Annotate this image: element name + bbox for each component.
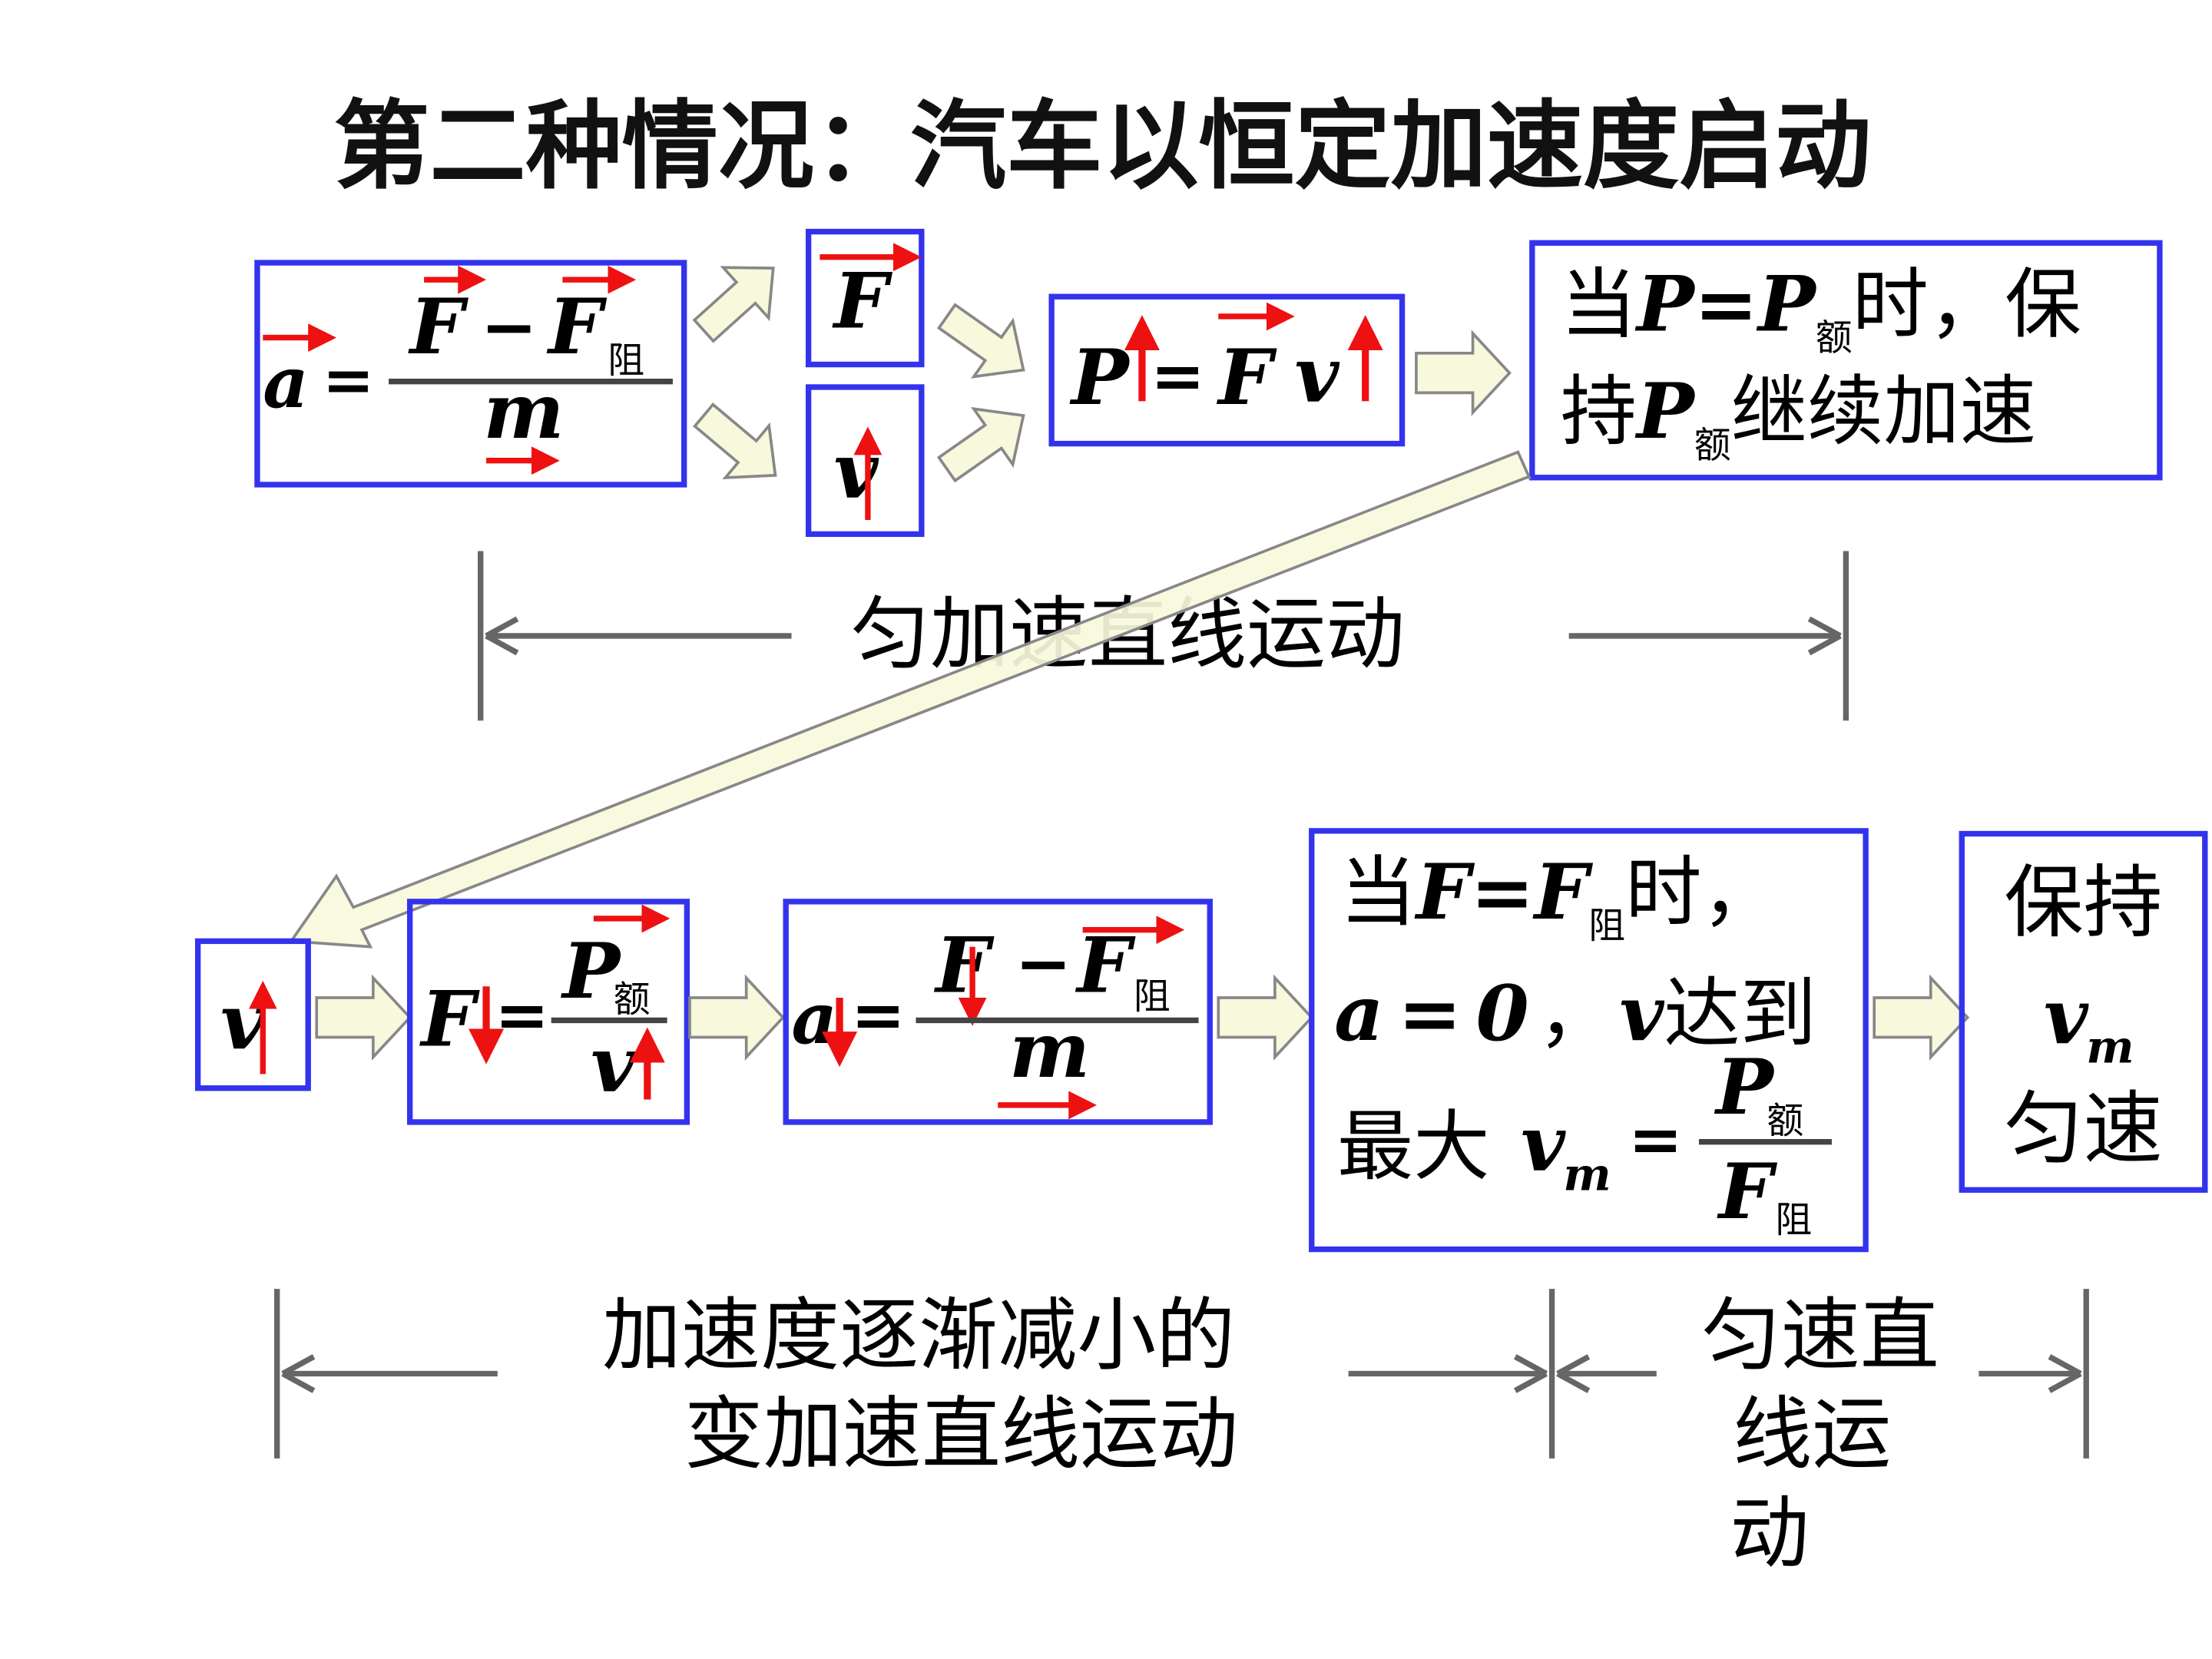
- symbol-F: F: [832, 257, 893, 346]
- flow-arrow: [1415, 329, 1512, 416]
- phase3-label-line2: 线运: [1733, 1389, 1891, 1481]
- symbol-v: v: [2044, 972, 2089, 1061]
- page-title: 第二种情况：汽车以恒定加速度启动: [333, 90, 1871, 202]
- symbol-F: F: [408, 283, 469, 372]
- symbol-F-resist: F: [1075, 922, 1136, 1011]
- zero-acceleration-line: a=0，v达到: [1334, 969, 1816, 1058]
- equals-sign: =: [1151, 338, 1205, 414]
- flow-arrow: [936, 303, 1025, 379]
- symbol-v: v: [591, 1020, 636, 1109]
- flow-arrow: [1873, 974, 1970, 1061]
- flow-arrow: [692, 266, 775, 343]
- dimension-arrowhead: [1807, 616, 1842, 656]
- symbol-a: a: [792, 977, 838, 1060]
- dimension-arrowhead: [281, 1354, 316, 1393]
- dimension-arrowhead: [1556, 1354, 1591, 1393]
- equals-sign: =: [323, 343, 375, 416]
- subscript-zu: 阻: [1775, 1199, 1812, 1241]
- phase1-label: 匀加速直线运动: [851, 588, 1405, 680]
- velocity-box: [805, 384, 925, 538]
- symbol-v: v: [220, 978, 266, 1067]
- force-box: [805, 228, 925, 368]
- condition-line: 当F=F阻时，: [1340, 848, 1778, 948]
- symbol-P: P: [1069, 333, 1131, 422]
- max-velocity-box: [1309, 828, 1869, 1253]
- symbol-F: F: [419, 975, 480, 1065]
- symbol-F-resist: F: [1717, 1147, 1778, 1237]
- subscript-zu: 阻: [608, 340, 644, 382]
- symbol-v: v: [1295, 330, 1340, 419]
- flow-arrow: [693, 402, 777, 479]
- dimension-arrowhead: [2048, 1354, 2082, 1393]
- phase2-label-line2: 变加速直线运动: [684, 1389, 1238, 1481]
- minus-sign: −: [481, 286, 538, 366]
- subscript-zu: 阻: [1134, 976, 1171, 1018]
- symbol-P: P: [1714, 1043, 1776, 1132]
- symbol-P: P: [560, 927, 622, 1016]
- subscript-e: 额: [614, 979, 651, 1021]
- flow-arrow: [315, 974, 412, 1061]
- rated-power-text-line1: 当P=P额时，保: [1561, 260, 2081, 359]
- acceleration-formula-box: [783, 899, 1213, 1125]
- minus-sign: −: [1015, 922, 1071, 1002]
- subscript-m: m: [1563, 1147, 1611, 1200]
- max-label: 最大: [1337, 1103, 1490, 1191]
- constant-speed-box: [1959, 830, 2208, 1193]
- traction-force-box: [406, 899, 690, 1125]
- symbol-a: a: [263, 341, 309, 424]
- symbol-v: v: [834, 427, 879, 516]
- rated-power-text-line2: 持P额继续加速: [1561, 367, 2036, 467]
- velocity-box: [194, 938, 311, 1091]
- rated-power-box: [1529, 240, 2163, 481]
- flow-arrow: [1217, 974, 1314, 1061]
- phase3-label-line1: 匀速直: [1702, 1290, 1939, 1382]
- acceleration-formula-box: [254, 260, 687, 488]
- symbol-m: m: [483, 367, 564, 456]
- uniform-label: 匀速: [2004, 1083, 2162, 1175]
- symbol-F: F: [933, 922, 995, 1011]
- subscript-m: m: [2086, 1021, 2134, 1074]
- equals-sign: =: [495, 977, 549, 1053]
- equals-sign: =: [1628, 1101, 1683, 1177]
- symbol-F-resist: F: [546, 283, 608, 372]
- subscript-e: 额: [1767, 1101, 1803, 1143]
- symbol-F: F: [1216, 333, 1277, 422]
- symbol-m: m: [1009, 1006, 1090, 1095]
- dimension-arrowhead: [1513, 1354, 1548, 1393]
- flow-arrow: [688, 974, 786, 1061]
- phase2-label-line1: 加速度逐渐减小的: [602, 1290, 1235, 1382]
- dimension-arrowhead: [485, 616, 519, 656]
- flow-arrow: [936, 406, 1025, 483]
- symbol-v: v: [1521, 1100, 1566, 1189]
- keep-label: 保持: [2004, 857, 2162, 949]
- phase3-label-line3: 动: [1730, 1487, 1809, 1579]
- equals-sign: =: [851, 977, 906, 1053]
- power-formula-box: [1048, 293, 1406, 447]
